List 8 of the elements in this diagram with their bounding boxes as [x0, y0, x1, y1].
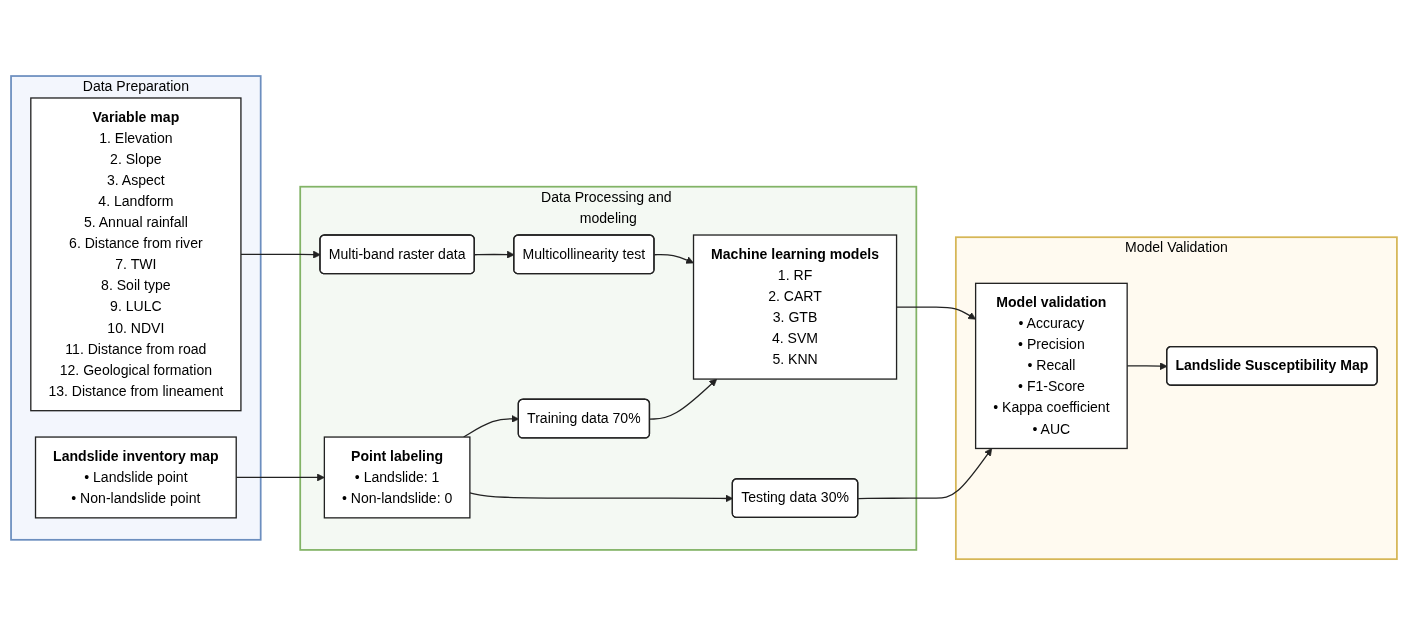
node-box: Variable map 1. Elevation 2. Slope 3. Aspect 4. Landform 5. Annual rainfall 6. Distance from river 7. TWI 8. Soil type 9. LULC 10. NDVI 11. Distance from road 12. Geological formation 13. Distance from lineament	[30, 97, 242, 412]
node-box: Landslide inventory map • Landslide point • Non-landslide point	[34, 436, 237, 519]
arrow	[649, 378, 718, 420]
node-box: Machine learning models 1. RF 2. CART 3. GTB 4. SVM 5. KNN	[692, 234, 898, 380]
node-box: Model validation • Accuracy • Precision • Recall • F1-Score • Kappa coefficient • AUC	[975, 282, 1128, 450]
arrow	[240, 250, 321, 259]
node-box: Point labeling • Landslide: 1 • Non-landslide: 0	[323, 436, 471, 519]
arrow	[857, 448, 993, 500]
